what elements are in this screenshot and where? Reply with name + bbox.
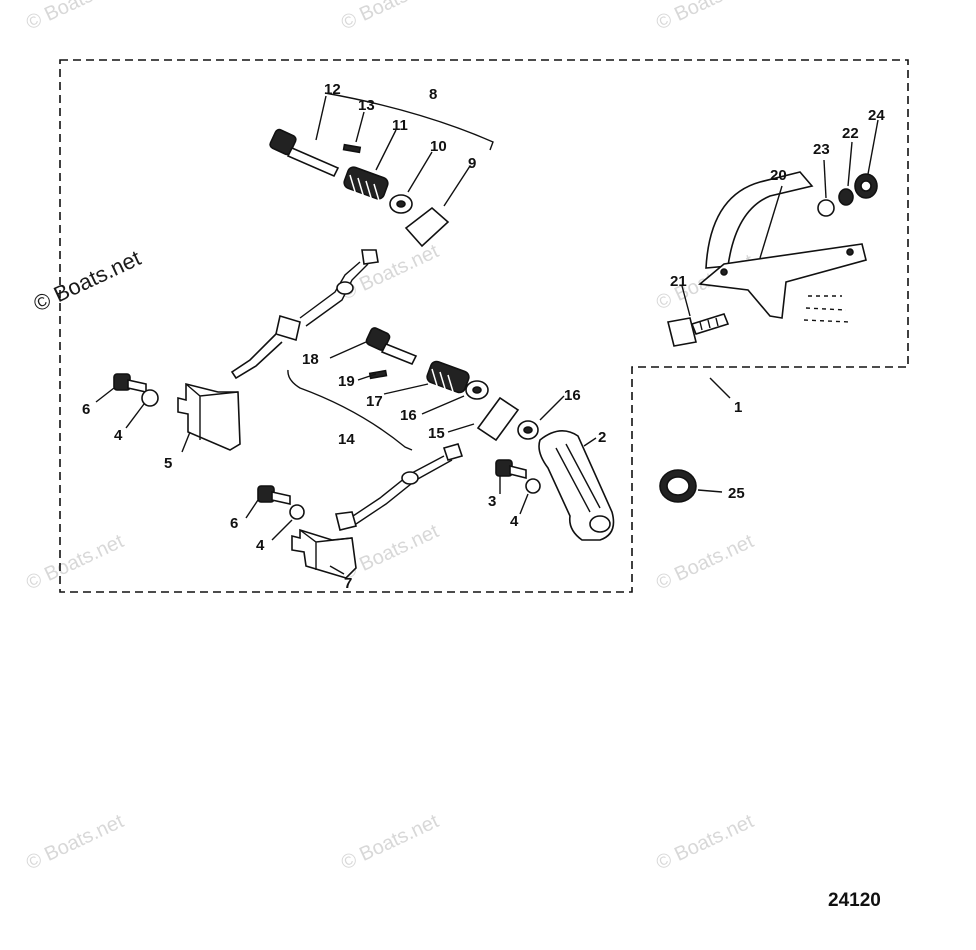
part-7-bracket — [291, 528, 357, 579]
watermark-group: © Boats.net © Boats.net © Boats.net © Bo… — [23, 0, 758, 875]
callout-4b: 4 — [510, 513, 519, 530]
part-16-washer-b — [517, 420, 539, 440]
part-25-grommet — [659, 469, 697, 503]
callout-4a: 4 — [114, 427, 123, 444]
callout-21: 21 — [670, 273, 687, 290]
callout-1: 1 — [734, 399, 742, 416]
watermark-4: © Boats.net — [338, 240, 443, 304]
callout-3: 3 — [488, 493, 496, 510]
part-4-washer-lower — [289, 504, 305, 520]
callout-7: 7 — [344, 575, 352, 592]
part-3-screw — [495, 459, 527, 480]
part-9-clevis — [404, 206, 450, 248]
callout-10: 10 — [430, 138, 447, 155]
part-21-bolt — [667, 313, 730, 347]
callout-23: 23 — [813, 141, 830, 158]
watermark-10: © Boats.net — [338, 810, 443, 874]
callout-16a: 16 — [400, 407, 417, 424]
callout-8: 8 — [429, 86, 437, 103]
part-18-screw — [365, 327, 418, 366]
watermark-3: © Boats.net — [653, 0, 758, 35]
part-15-clevis — [476, 396, 520, 442]
callout-4c: 4 — [256, 537, 265, 554]
part-22-lockwasher — [838, 188, 854, 206]
part-13-pin — [342, 143, 362, 154]
part-17-spring — [426, 360, 470, 396]
callout-25: 25 — [728, 485, 745, 502]
lower-cable — [335, 443, 464, 531]
watermark-9: © Boats.net — [23, 810, 128, 874]
callout-14: 14 — [338, 431, 355, 448]
watermark-8: © Boats.net — [653, 530, 758, 594]
watermark-11: © Boats.net — [653, 810, 758, 874]
watermark-6: © Boats.net — [23, 530, 128, 594]
part-20-bracket — [698, 171, 867, 323]
watermark-2: © Boats.net — [338, 0, 443, 35]
leader-lines — [95, 95, 879, 575]
group-14-bracket — [287, 369, 413, 451]
part-16-washer-a — [465, 380, 489, 400]
upper-cable — [230, 249, 379, 380]
callout-22: 22 — [842, 125, 859, 142]
callout-17: 17 — [366, 393, 383, 410]
callout-11: 11 — [392, 117, 408, 134]
callout-labels: 12 13 8 11 10 9 18 19 17 16 15 14 16 2 6… — [82, 81, 885, 592]
part-4-washer-upper — [141, 389, 159, 407]
part-2-lever — [538, 430, 615, 541]
part-7-bracket-detail — [299, 529, 353, 570]
assembly-dashed-outline — [59, 59, 909, 593]
callout-20: 20 — [770, 167, 787, 184]
part-24-nut — [854, 173, 878, 199]
group-8-bracket — [324, 92, 494, 151]
callout-6b: 6 — [230, 515, 238, 532]
watermark-dark: © Boats.net — [30, 245, 145, 316]
part-5-bracket-detail — [185, 383, 239, 440]
callout-16b: 16 — [564, 387, 581, 404]
part-6-bolt-lower — [257, 485, 291, 505]
callout-18: 18 — [302, 351, 319, 368]
part-4-washer-mid — [525, 478, 541, 494]
callout-13: 13 — [358, 97, 375, 114]
callout-5: 5 — [164, 455, 172, 472]
part-6-bolt-upper — [113, 373, 147, 393]
part-19-pin — [368, 369, 388, 380]
callout-9: 9 — [468, 155, 476, 172]
callout-15: 15 — [428, 425, 445, 442]
part-10-washer — [389, 194, 413, 214]
part-23-washer — [817, 199, 835, 217]
watermark-1: © Boats.net — [23, 0, 128, 35]
callout-24: 24 — [868, 107, 885, 124]
callout-12: 12 — [324, 81, 341, 98]
drawing-number: 24120 — [828, 890, 881, 911]
callout-19: 19 — [338, 373, 355, 390]
callout-2: 2 — [598, 429, 606, 446]
part-11-spring — [343, 166, 389, 205]
callout-6a: 6 — [82, 401, 90, 418]
part-12-screw — [269, 128, 340, 178]
